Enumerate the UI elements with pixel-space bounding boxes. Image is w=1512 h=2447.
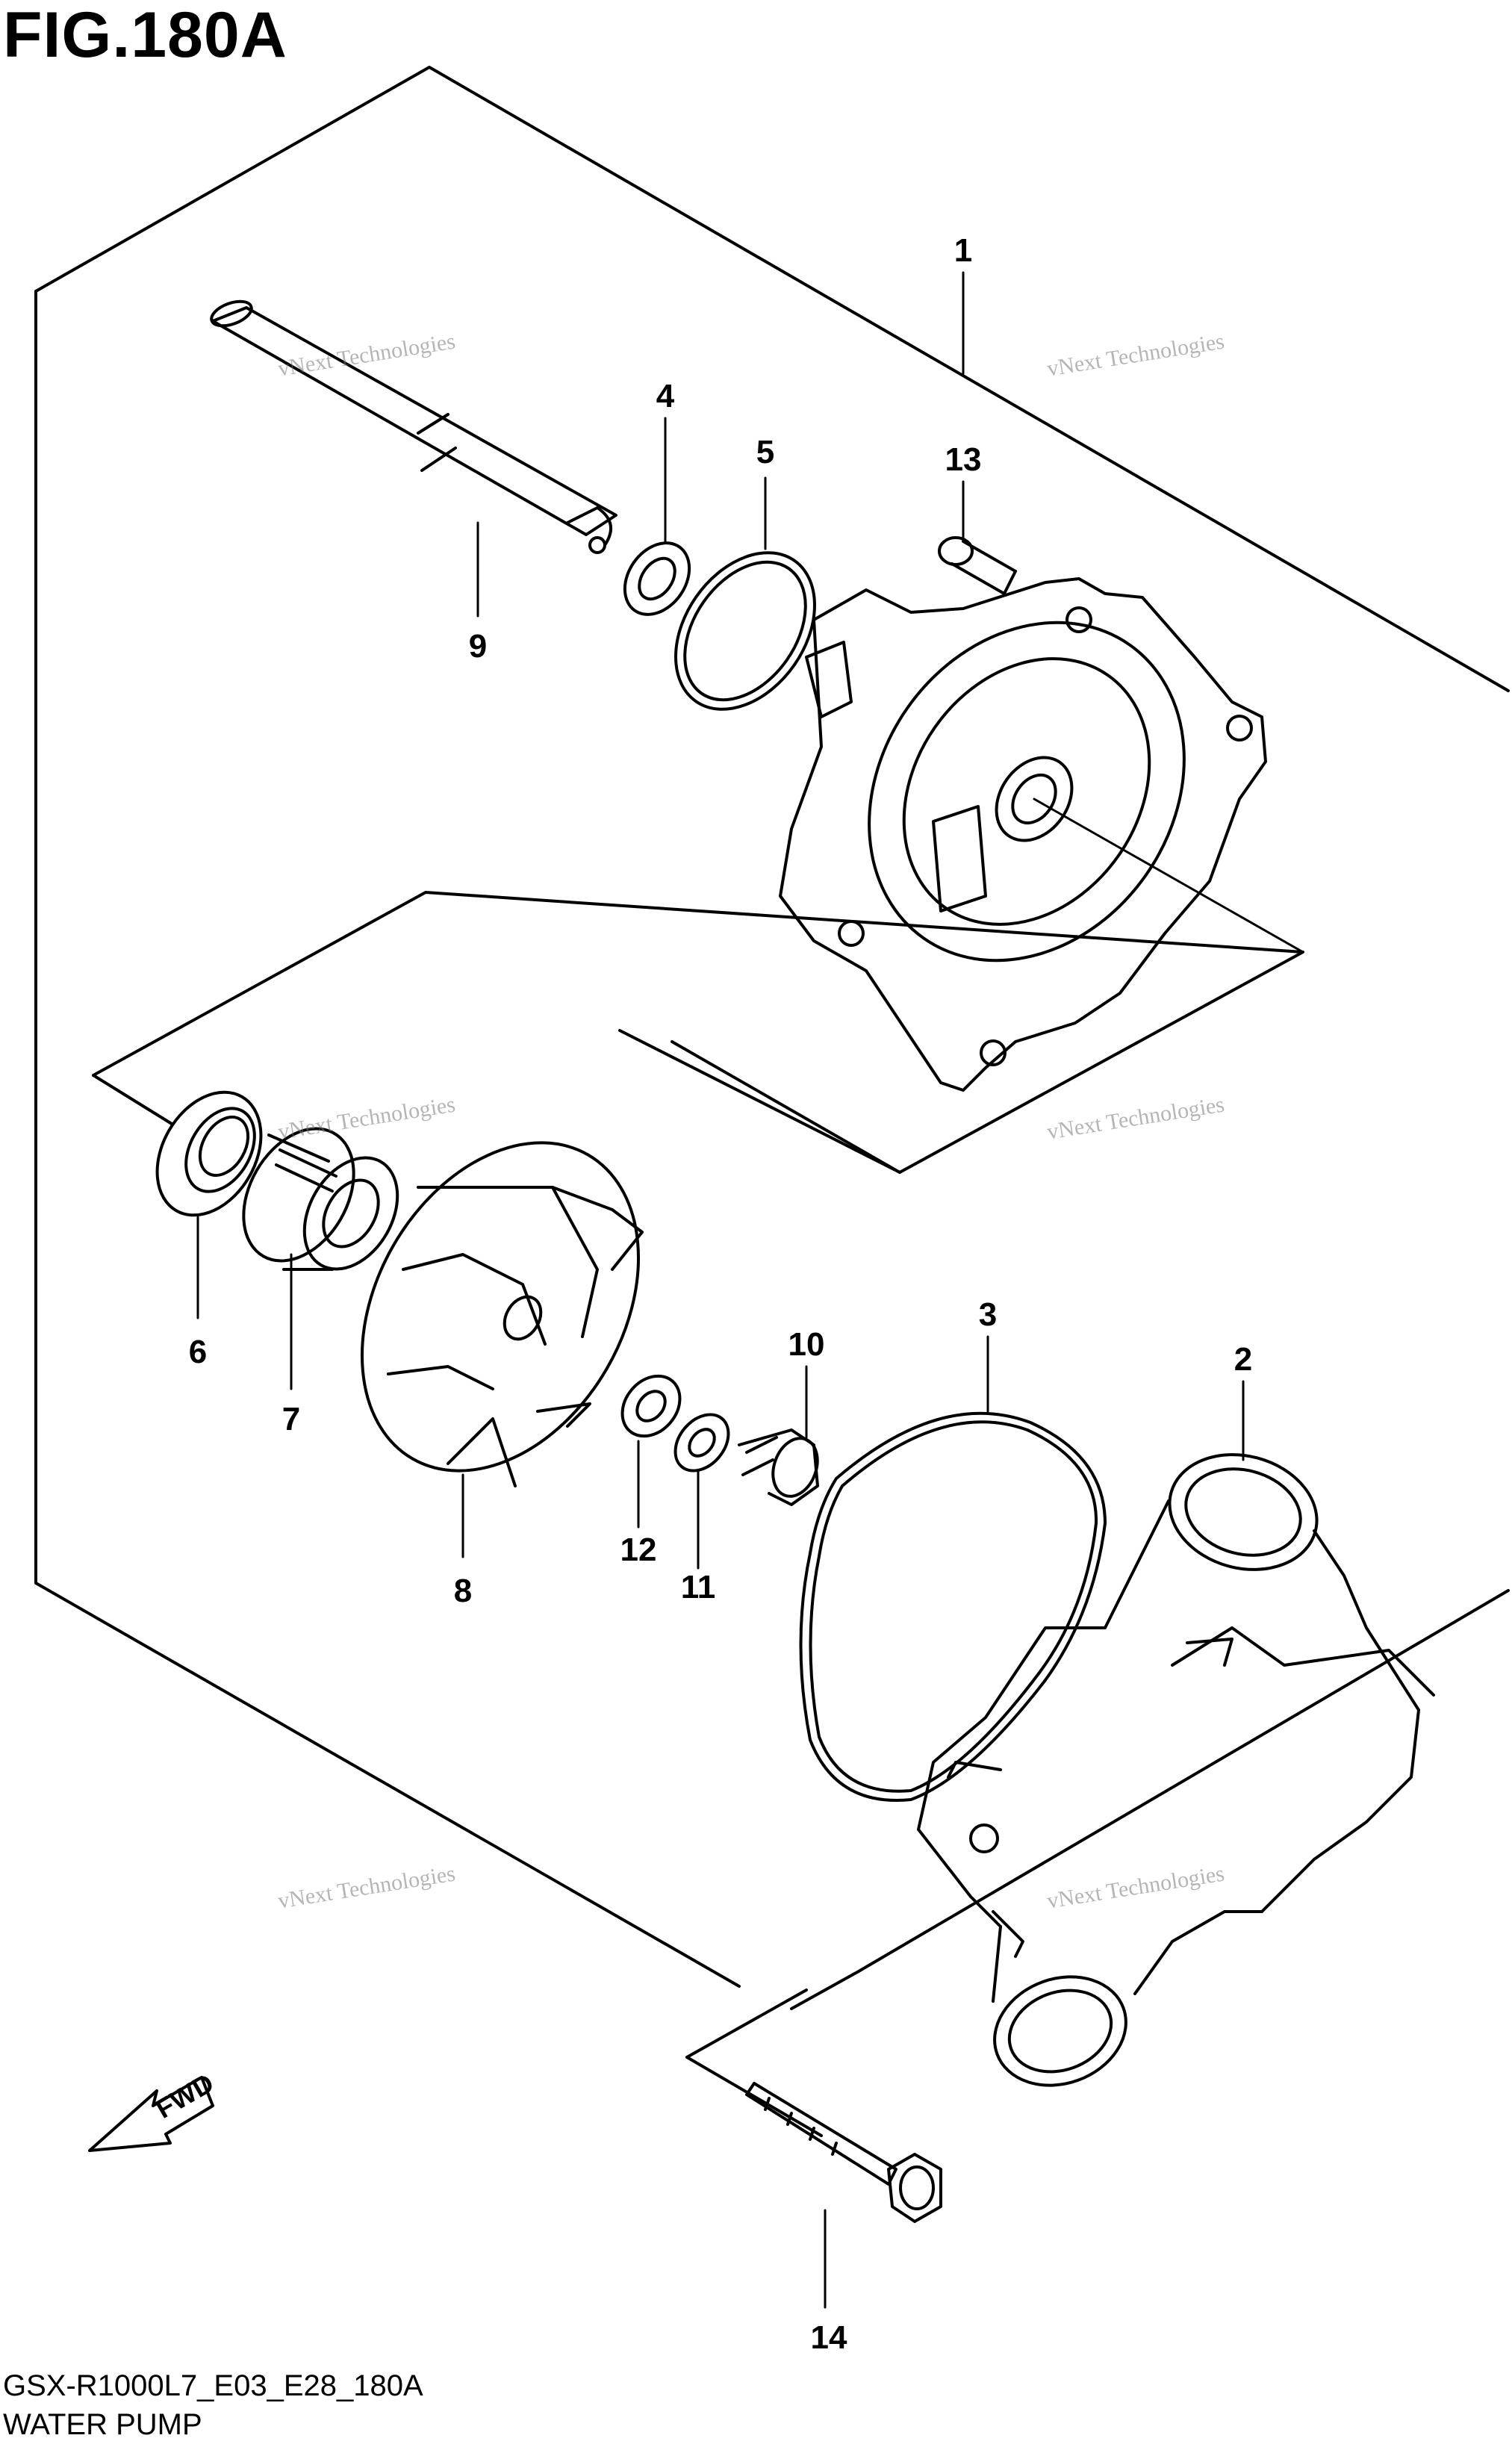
callout-labels: 1 2 3 4 5 6 7 8 9 10 11 12 13 14 bbox=[189, 232, 1252, 2356]
callout-3: 3 bbox=[979, 1296, 997, 1333]
fwd-arrow-icon bbox=[88, 2076, 214, 2152]
figure-name: WATER PUMP bbox=[3, 2408, 202, 2441]
figure-code: GSX-R1000L7_E03_E28_180A bbox=[3, 2369, 423, 2402]
washer-part-12 bbox=[620, 1374, 682, 1438]
bolt-part-13 bbox=[938, 536, 1017, 595]
callout-7: 7 bbox=[282, 1401, 300, 1437]
oring-part-5 bbox=[674, 551, 816, 711]
gasket-part-3 bbox=[799, 1411, 1107, 1802]
pump-cover-part-1 bbox=[779, 577, 1267, 1092]
fwd-label: FWD bbox=[151, 2067, 219, 2124]
assembly-boundary-lower bbox=[34, 290, 741, 1988]
callout-9: 9 bbox=[469, 628, 487, 665]
bolt-part-14 bbox=[745, 2082, 942, 2223]
callout-8: 8 bbox=[454, 1573, 472, 1609]
impeller-part-8 bbox=[361, 1141, 644, 1487]
bolt-part-10 bbox=[738, 1428, 819, 1506]
callout-10: 10 bbox=[788, 1326, 825, 1363]
assembly-boundary-bottom bbox=[683, 1927, 1508, 2061]
pump-case-part-2 bbox=[917, 1453, 1435, 2087]
callout-4: 4 bbox=[656, 378, 675, 414]
callout-12: 12 bbox=[620, 1532, 657, 1568]
shaft-part-9 bbox=[210, 299, 617, 554]
callout-2: 2 bbox=[1234, 1341, 1252, 1378]
callout-1: 1 bbox=[954, 232, 972, 269]
callout-13: 13 bbox=[945, 441, 982, 478]
callout-6: 6 bbox=[189, 1334, 207, 1370]
seal-part-6 bbox=[155, 1090, 263, 1217]
assembly-boundary bbox=[34, 66, 1510, 692]
figure-title: FIG.180A bbox=[3, 0, 287, 71]
washer-part-11 bbox=[673, 1413, 730, 1473]
leader-lines bbox=[196, 271, 1304, 2309]
seal-part-7 bbox=[242, 1127, 399, 1271]
callout-5: 5 bbox=[756, 434, 774, 470]
bolt-boundary bbox=[685, 1989, 808, 2059]
washer-part-4 bbox=[623, 541, 691, 616]
callout-11: 11 bbox=[681, 1569, 716, 1605]
callout-14: 14 bbox=[811, 2319, 847, 2356]
